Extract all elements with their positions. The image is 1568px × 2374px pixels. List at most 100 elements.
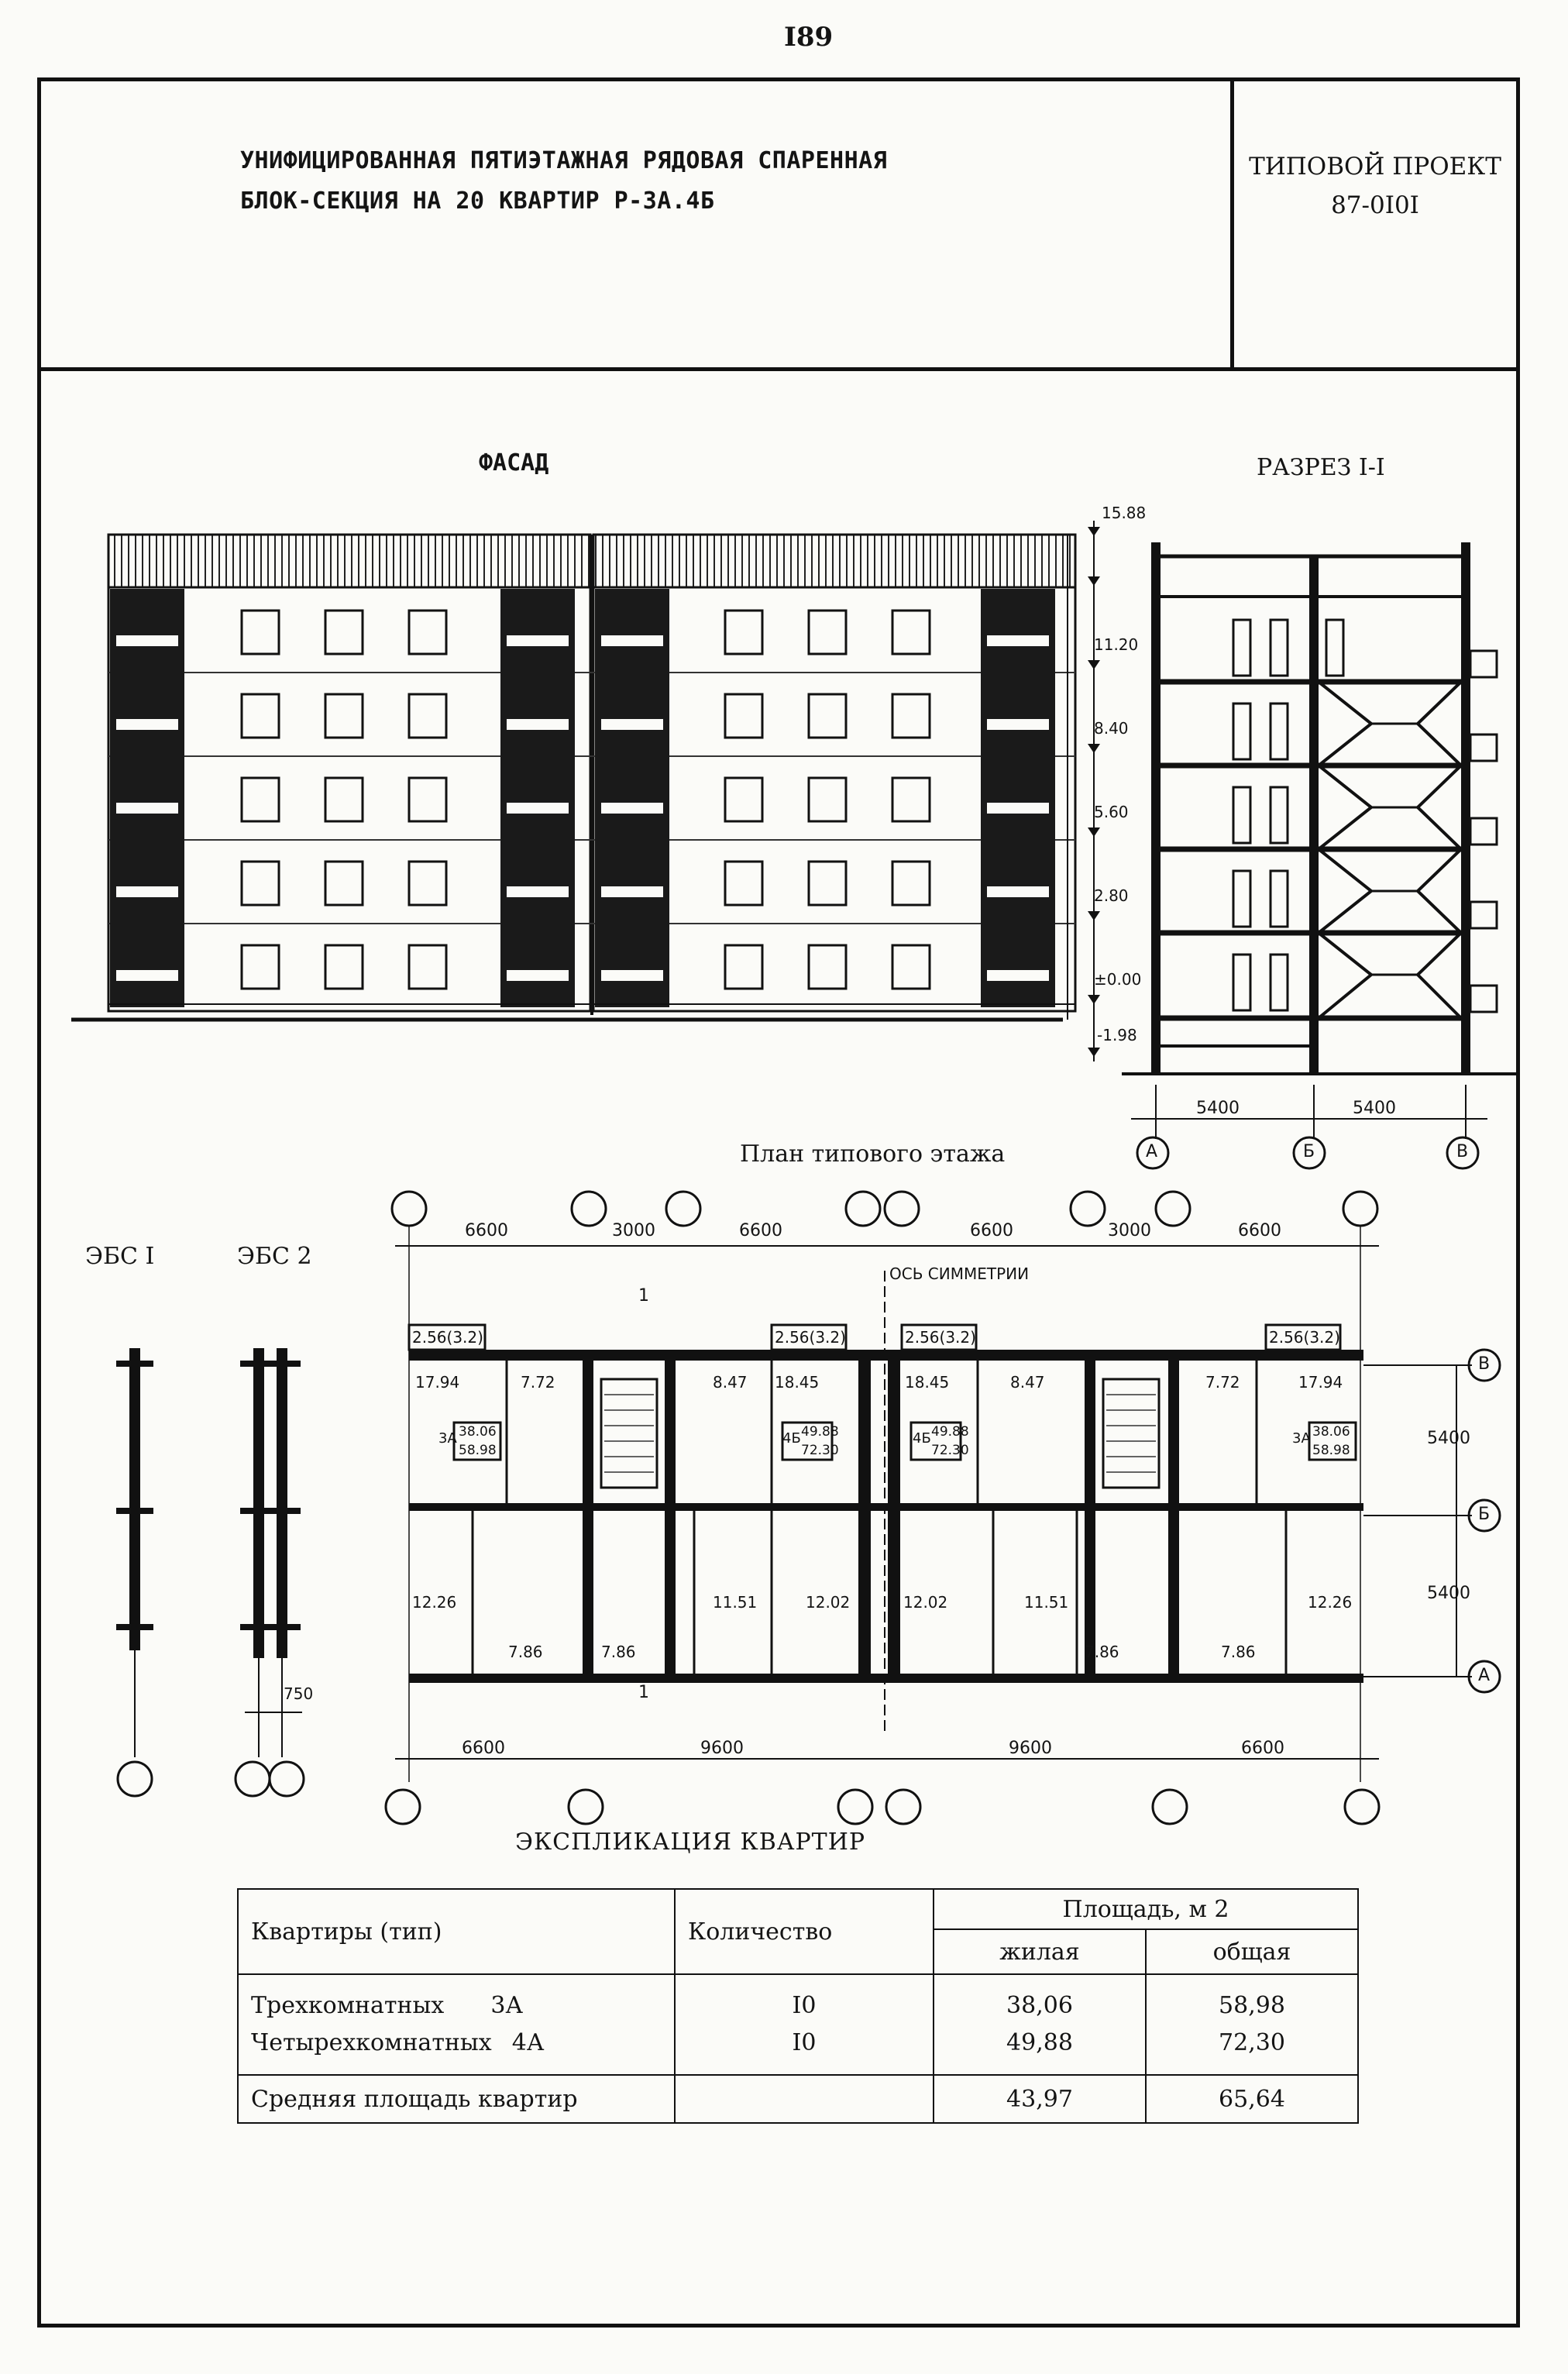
section-axis-b: Б: [1303, 1142, 1315, 1161]
project-code: 87-0I0I: [1331, 191, 1419, 219]
plan-label: План типового этажа: [740, 1141, 1006, 1168]
plan-right-dim-2: 5400: [1427, 1584, 1470, 1603]
plan-axis-v: В: [1478, 1354, 1491, 1374]
page-number: I89: [784, 22, 834, 53]
room-area: 7.72: [521, 1373, 555, 1392]
balcony-label-2: 2.56(3.2): [775, 1328, 846, 1347]
row-living: 49,88: [1006, 2029, 1073, 2056]
title-block-divider: [37, 367, 1520, 371]
col-header-total: общая: [1145, 1928, 1359, 1975]
row-total: 72,30: [1219, 2029, 1285, 2056]
plan-axis-b: Б: [1478, 1505, 1491, 1524]
level-minus-1-98: -1.98: [1097, 1026, 1137, 1044]
plan-top-dim-4: 6600: [970, 1221, 1013, 1240]
room-area: 12.02: [903, 1593, 948, 1612]
plan-bottom-dim-2: 9600: [700, 1739, 744, 1758]
apt-4b-total: 72.30: [801, 1443, 839, 1458]
plan-right-dim-1: 5400: [1427, 1429, 1470, 1448]
apt-type-3a: 3А: [438, 1430, 457, 1447]
apt-type-3a: 3А: [1292, 1430, 1311, 1447]
roof-right: [592, 533, 1077, 589]
plan-bottom-dim-1: 6600: [462, 1739, 505, 1758]
plan-top-dim-3: 6600: [739, 1221, 782, 1240]
avg-label: Средняя площадь квартир: [237, 2074, 676, 2124]
room-area: 12.26: [412, 1593, 457, 1612]
floor-lines: [108, 672, 1075, 924]
apt-3a-living: 38.06: [459, 1424, 497, 1440]
plan-top-dim-5: 3000: [1108, 1221, 1151, 1240]
room-area: 12.02: [806, 1593, 851, 1612]
roof-left: [107, 533, 592, 589]
level-0-00: ±0.00: [1094, 970, 1142, 989]
plan-top-dim-6: 6600: [1238, 1221, 1281, 1240]
level-11-20: 11.20: [1094, 635, 1139, 654]
apt-type-4b: 4Б: [782, 1430, 801, 1447]
row-name: Четырехкомнатных: [251, 2029, 492, 2056]
room-area: 11.51: [1024, 1593, 1069, 1612]
col-header-qty: Количество: [674, 1888, 934, 1975]
ebs2-label: ЭБС 2: [237, 1243, 312, 1270]
room-area: 12.26: [1308, 1593, 1353, 1612]
loggia-columns: [110, 589, 1055, 1007]
title-block-separator: [1230, 77, 1234, 370]
col-header-type: Квартиры (тип): [237, 1888, 676, 1975]
section-dim-2: 5400: [1353, 1099, 1396, 1118]
room-area: 17.94: [1298, 1373, 1343, 1392]
plan-top-dim-2: 3000: [612, 1221, 655, 1240]
room-area: 8.47: [1010, 1373, 1045, 1392]
level-2-80: 2.80: [1094, 886, 1129, 905]
row-type: 4А: [511, 2029, 545, 2056]
symmetry-axis-label: ОСЬ СИММЕТРИИ: [889, 1264, 1030, 1283]
title-line-2: БЛОК-СЕКЦИЯ НА 20 КВАРТИР Р-3А.4Б: [240, 188, 715, 215]
section-axis-a: А: [1146, 1142, 1158, 1161]
col-header-living: жилая: [933, 1928, 1147, 1975]
drawing-title: УНИФИЦИРОВАННАЯ ПЯТИЭТАЖНАЯ РЯДОВАЯ СПАР…: [240, 141, 1170, 222]
row-living: 38,06: [1006, 1992, 1073, 2019]
section-label: РАЗРЕЗ I-I: [1257, 454, 1385, 481]
room-area: 8.47: [713, 1373, 748, 1392]
level-8-40: 8.40: [1094, 719, 1129, 738]
project-number-block: ТИПОВОЙ ПРОЕКТ 87-0I0I: [1240, 147, 1511, 225]
row-name: Трехкомнатных: [251, 1992, 445, 2019]
room-area: 17.94: [415, 1373, 460, 1392]
apt-type-4b: 4Б: [913, 1430, 931, 1447]
room-area: 7.72: [1205, 1373, 1240, 1392]
title-line-1: УНИФИЦИРОВАННАЯ ПЯТИЭТАЖНАЯ РЯДОВАЯ СПАР…: [240, 147, 888, 174]
col-header-area: Площадь, м 2: [933, 1888, 1359, 1930]
explication-title: ЭКСПЛИКАЦИЯ КВАРТИР: [515, 1829, 866, 1856]
room-area: 18.45: [775, 1373, 820, 1392]
project-label: ТИПОВОЙ ПРОЕКТ: [1249, 153, 1501, 181]
apt-4b-living: 49.88: [931, 1424, 969, 1440]
plan-walls: [409, 1350, 1363, 1683]
ebs1-label: ЭБС I: [85, 1243, 155, 1270]
room-area: 7.86: [508, 1643, 543, 1661]
room-area: 7.86: [1085, 1643, 1119, 1661]
room-area: 18.45: [905, 1373, 950, 1392]
balcony-label-3: 2.56(3.2): [905, 1328, 976, 1347]
loggia-balcony-rails: [116, 635, 1049, 981]
section-cut-mark-top: 1: [638, 1286, 649, 1306]
apt-3a-living: 38.06: [1312, 1424, 1350, 1440]
plan-axis-a: А: [1478, 1666, 1491, 1685]
section-dim-1: 5400: [1196, 1099, 1240, 1118]
row-qty: I0: [792, 1992, 817, 2019]
level-15-88: 15.88: [1102, 504, 1147, 522]
plan-top-dim-1: 6600: [465, 1221, 508, 1240]
section-cut-mark-bottom: 1: [638, 1683, 649, 1702]
plan-bottom-dim-3: 9600: [1009, 1739, 1052, 1758]
apt-3a-total: 58.98: [459, 1443, 497, 1458]
ebs-dim-750: 750: [284, 1684, 314, 1703]
plan-bottom-dim-4: 6600: [1241, 1739, 1284, 1758]
balcony-label-4: 2.56(3.2): [1269, 1328, 1340, 1347]
table-row-average: Средняя площадь квартир 43,97 65,64: [237, 2074, 1359, 2124]
balcony-label-1: 2.56(3.2): [412, 1328, 483, 1347]
apt-3a-total: 58.98: [1312, 1443, 1350, 1458]
row-total: 58,98: [1219, 1992, 1285, 2019]
apt-4b-total: 72.30: [931, 1443, 969, 1458]
room-area: 7.86: [601, 1643, 636, 1661]
row-qty: I0: [792, 2029, 817, 2056]
